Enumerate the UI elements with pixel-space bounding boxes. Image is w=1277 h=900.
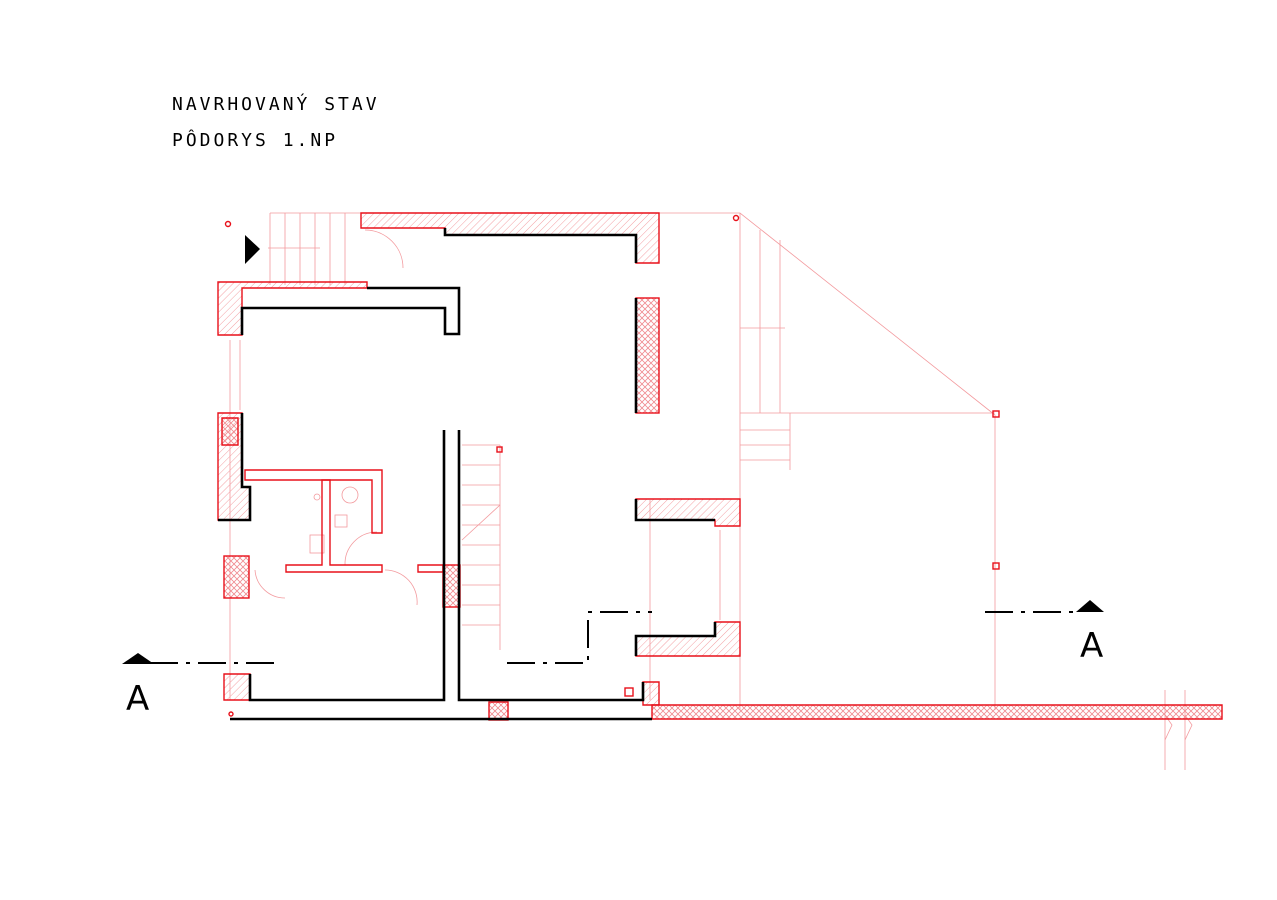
auxiliary-lines — [229, 212, 1193, 770]
section-label-left: A — [126, 679, 149, 719]
section-marker-left: A — [122, 653, 282, 719]
section-arrow-icon — [1076, 600, 1104, 612]
drawing-subtitle: PÔDORYS 1.NP — [172, 130, 339, 151]
new-walls — [217, 212, 1223, 721]
section-label-right: A — [1080, 626, 1103, 666]
section-arrow-icon — [122, 653, 154, 664]
section-marker-right: A — [1076, 600, 1104, 666]
drawing-title: NAVRHOVANÝ STAV — [172, 94, 380, 115]
entrance-arrow-icon — [245, 235, 260, 264]
existing-walls — [218, 228, 1078, 721]
